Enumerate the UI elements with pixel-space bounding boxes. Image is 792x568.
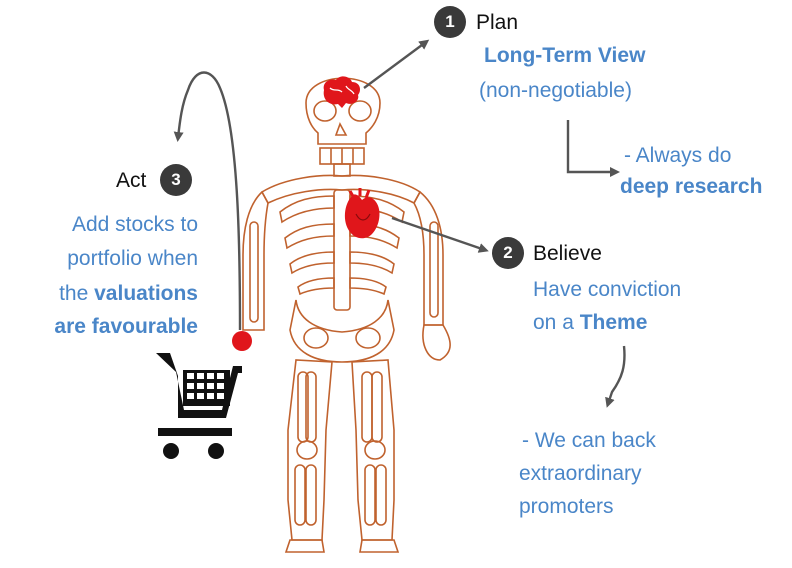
act-line-4: are favourable [54, 315, 198, 338]
brain-icon [323, 76, 360, 108]
believe-line-1: Have conviction [533, 278, 682, 301]
plan-note-line-1: - Always do [624, 144, 732, 167]
heart-icon [344, 188, 380, 239]
act-line-2: portfolio when [67, 247, 198, 270]
step-2-badge: 2 [492, 237, 524, 269]
believe-note-line-1: - We can back [522, 429, 656, 452]
arrow-plan-note [566, 120, 620, 177]
step-3-badge: 3 [160, 164, 192, 196]
act-label: Act [116, 169, 147, 192]
hand-dot-icon [232, 331, 252, 351]
believe-label: Believe [533, 242, 602, 265]
arrow-believe-note [605, 345, 626, 408]
believe-note-line-2: extraordinary [519, 462, 642, 485]
arrow-plan [363, 39, 430, 89]
arrow-believe [391, 216, 489, 253]
act-line-3: the valuations [59, 282, 198, 305]
arrow-act [173, 71, 242, 331]
plan-line-2: (non-negotiable) [479, 79, 632, 102]
plan-label: Plan [476, 11, 519, 34]
act-line-1: Add stocks to [71, 213, 198, 236]
believe-line-2: on a Theme [533, 311, 648, 334]
plan-note-line-2: deep research [620, 175, 763, 198]
shopping-cart-icon [156, 353, 242, 459]
believe-note-line-3: promoters [519, 495, 614, 518]
step-1-badge: 1 [434, 6, 466, 38]
plan-line-1: Long-Term View [484, 44, 646, 67]
